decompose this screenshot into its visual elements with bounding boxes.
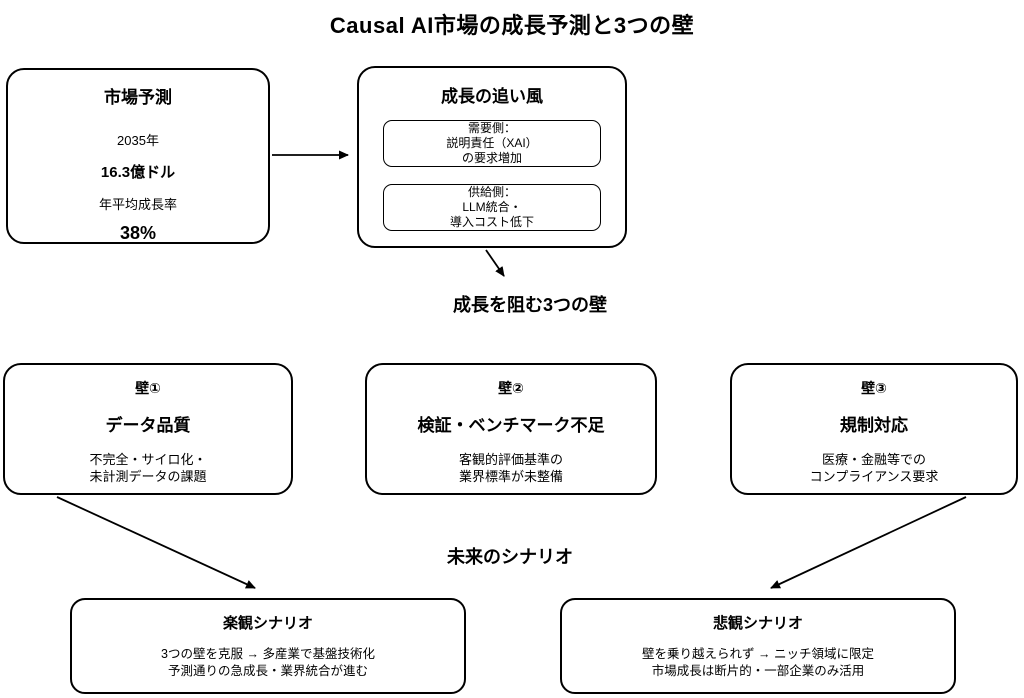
wall-2-box: 壁② 検証・ベンチマーク不足 客観的評価基準の 業界標準が未整備 bbox=[365, 363, 657, 495]
pessimistic-scenario-box: 悲観シナリオ 壁を乗り越えられず → ニッチ領域に限定 市場成長は断片的・一部企… bbox=[560, 598, 956, 694]
pessimistic-scenario-title: 悲観シナリオ bbox=[712, 615, 803, 632]
wall-2-title: 検証・ベンチマーク不足 bbox=[417, 416, 605, 435]
wall-1-description: 不完全・サイロ化・ 未計測データの課題 bbox=[89, 452, 207, 484]
market-forecast-box: 市場予測 2035年 16.3億ドル 年平均成長率 38% bbox=[6, 68, 270, 244]
wall-3-box: 壁③ 規制対応 医療・金融等での コンプライアンス要求 bbox=[730, 363, 1018, 495]
supply-side-item: 供給側： LLM統合・ 導入コスト低下 bbox=[383, 184, 601, 231]
arrow-wall1-to-optimistic-icon bbox=[56, 496, 256, 589]
optimistic-scenario-box: 楽観シナリオ 3つの壁を克服 → 多産業で基盤技術化 予測通りの急成長・業界統合… bbox=[70, 598, 466, 694]
market-cagr-label: 年平均成長率 bbox=[98, 197, 177, 212]
demand-side-item: 需要側： 説明責任（XAI） の要求増加 bbox=[383, 120, 601, 167]
wall-3-title: 規制対応 bbox=[840, 416, 908, 435]
wall-3-label: 壁③ bbox=[861, 380, 887, 396]
wall-2-description: 客観的評価基準の 業界標準が未整備 bbox=[458, 452, 563, 484]
growth-tailwind-title: 成長の追い風 bbox=[441, 87, 543, 106]
wall-3-description: 医療・金融等での コンプライアンス要求 bbox=[809, 452, 939, 484]
optimistic-scenario-description: 3つの壁を克服 → 多産業で基盤技術化 予測通りの急成長・業界統合が進む bbox=[161, 647, 375, 678]
walls-section-heading: 成長を阻む3つの壁 bbox=[452, 295, 607, 315]
market-forecast-title: 市場予測 bbox=[104, 88, 172, 107]
arrow-tailwind-to-walls-icon bbox=[485, 249, 505, 277]
arrow-wall3-to-pessimistic-icon bbox=[770, 496, 967, 589]
diagram-title: Causal AI市場の成長予測と3つの壁 bbox=[329, 13, 695, 38]
wall-1-label: 壁① bbox=[135, 380, 161, 396]
market-cagr-value: 38% bbox=[119, 223, 157, 243]
market-year: 2035年 bbox=[117, 133, 159, 148]
wall-1-title: データ品質 bbox=[105, 416, 191, 435]
wall-2-label: 壁② bbox=[498, 380, 524, 396]
scenario-section-heading: 未来のシナリオ bbox=[447, 547, 573, 567]
market-value: 16.3億ドル bbox=[100, 164, 176, 181]
optimistic-scenario-title: 楽観シナリオ bbox=[222, 615, 313, 632]
wall-1-box: 壁① データ品質 不完全・サイロ化・ 未計測データの課題 bbox=[3, 363, 293, 495]
pessimistic-scenario-description: 壁を乗り越えられず → ニッチ領域に限定 市場成長は断片的・一部企業のみ活用 bbox=[642, 647, 874, 678]
growth-tailwind-box: 成長の追い風 需要側： 説明責任（XAI） の要求増加 供給側： LLM統合・ … bbox=[357, 66, 627, 248]
